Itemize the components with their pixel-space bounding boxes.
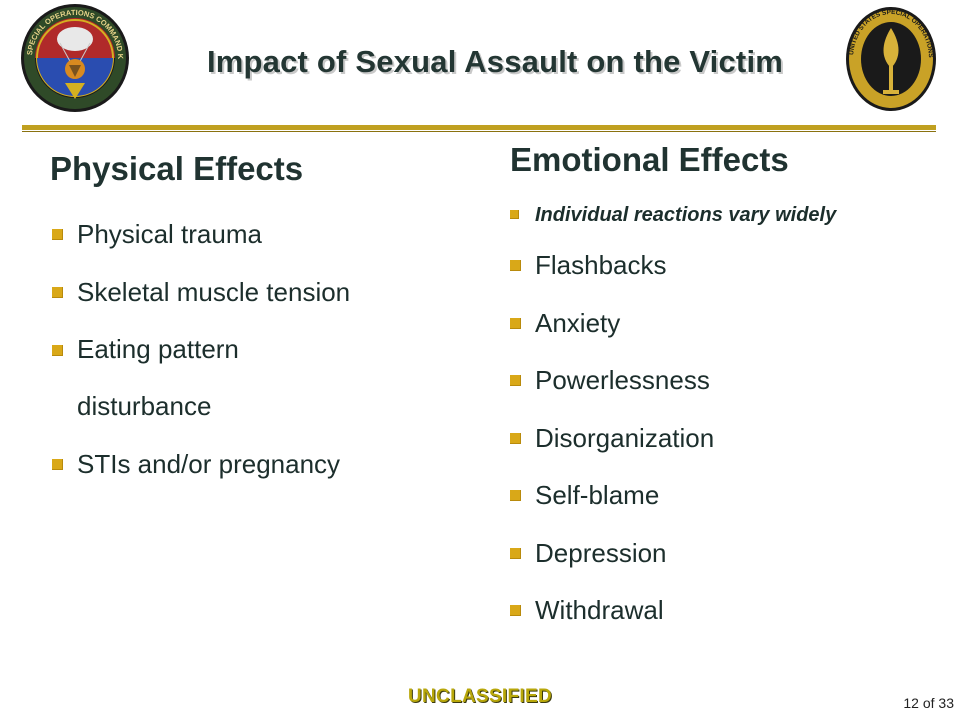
list-item-note: Individual reactions vary widely — [510, 198, 950, 232]
list-item-text: STIs and/or pregnancy — [77, 449, 341, 479]
list-item: Flashbacks — [510, 237, 950, 295]
page-number: 12 of 33 — [903, 695, 954, 711]
list-item: Eating pattern disturbance — [52, 321, 327, 435]
classification-banner: UNCLASSIFIED — [408, 686, 552, 707]
list-item: Withdrawal — [510, 582, 950, 640]
list-item-text: Skeletal muscle tension — [77, 277, 351, 307]
square-bullet-icon — [510, 210, 519, 219]
list-item: Disorganization — [510, 410, 950, 468]
title-divider — [22, 125, 936, 130]
square-bullet-icon — [510, 490, 521, 501]
square-bullet-icon — [52, 345, 63, 356]
emotional-effects-heading: Emotional Effects — [510, 141, 789, 178]
square-bullet-icon — [52, 229, 63, 240]
special-operations-command-korea-seal-icon: SPECIAL OPERATIONS COMMAND KOREA — [20, 3, 129, 112]
list-item: Powerlessness — [510, 352, 950, 410]
list-item: Skeletal muscle tension — [52, 263, 452, 321]
square-bullet-icon — [510, 547, 521, 559]
list-item-text: Anxiety — [535, 307, 621, 338]
square-bullet-icon — [510, 605, 521, 616]
slide-title: Impact of Sexual Assault on the Victim — [206, 44, 784, 79]
square-bullet-icon — [52, 459, 63, 470]
list-item-text: Individual reactions vary widely — [535, 204, 837, 226]
physical-effects-list: Physical trauma Skeletal muscle tension … — [52, 205, 452, 493]
list-item: Depression — [510, 525, 950, 583]
physical-effects-heading: Physical Effects — [50, 150, 304, 187]
list-item-text: Depression — [535, 537, 667, 568]
list-item-text: Powerlessness — [535, 365, 710, 395]
list-item-text: Withdrawal — [535, 595, 664, 625]
list-item-text: Self-blame — [535, 480, 660, 510]
list-item-text: Flashbacks — [535, 250, 667, 280]
square-bullet-icon — [510, 432, 521, 444]
list-item-text: Eating pattern disturbance — [77, 334, 239, 421]
united-states-special-operations-command-seal-icon: UNITED STATES SPECIAL OPERATIONS COMMAND — [845, 6, 936, 111]
emotional-effects-list: Individual reactions vary widely Flashba… — [510, 198, 950, 640]
list-item: Physical trauma — [52, 205, 452, 263]
square-bullet-icon — [510, 375, 521, 386]
list-item-text: Disorganization — [535, 422, 715, 453]
square-bullet-icon — [510, 260, 521, 271]
list-item: Self-blame — [510, 467, 950, 525]
list-item-text: Physical trauma — [77, 219, 262, 249]
square-bullet-icon — [510, 317, 521, 329]
square-bullet-icon — [52, 287, 63, 298]
list-item: Anxiety — [510, 295, 950, 353]
list-item: STIs and/or pregnancy — [52, 435, 452, 493]
title-divider-shadow — [22, 131, 936, 132]
